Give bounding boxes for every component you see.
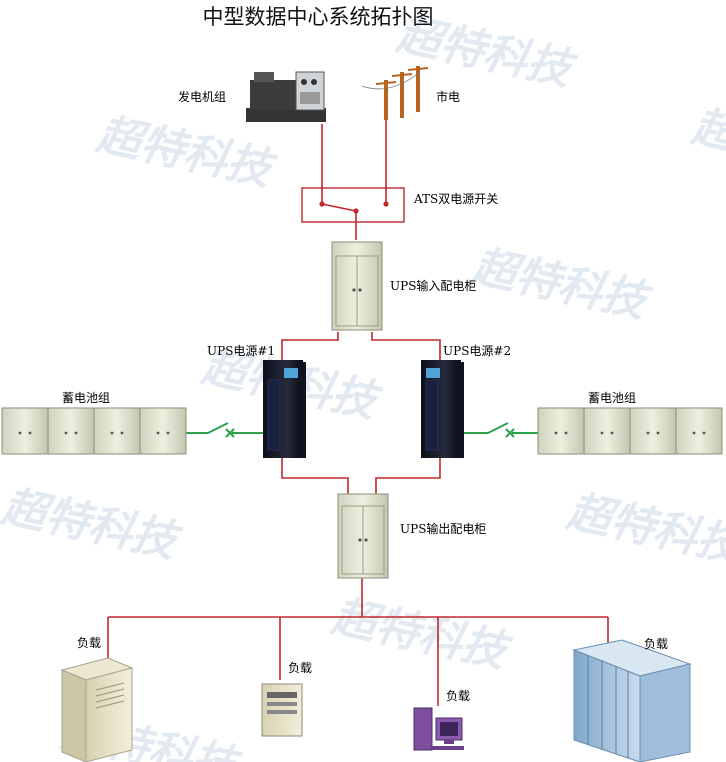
battery-switch-left (186, 422, 264, 438)
ups-1-icon (263, 360, 306, 458)
load-2-label: 负载 (288, 661, 312, 675)
battery-right-label: 蓄电池组 (588, 391, 636, 405)
generator-label: 发电机组 (178, 89, 226, 104)
generator-icon (246, 71, 326, 122)
watermark-5: 超特科技 (0, 481, 186, 569)
watermark-6: 超特科技 (562, 486, 726, 574)
ups-input-label: UPS输入配电柜 (390, 278, 476, 293)
load-2-server-icon (261, 683, 303, 737)
watermark-3: 超特科技 (467, 241, 657, 329)
load-4-rack-row-icon (572, 639, 692, 762)
ats-label: ATS双电源开关 (413, 192, 498, 206)
ups-2-label: UPS电源#2 (443, 344, 511, 358)
load-4-label: 负载 (644, 637, 668, 651)
ats-contacts (319, 201, 389, 214)
load-3-desktop-icon (413, 707, 464, 751)
load-3-label: 负载 (446, 689, 470, 703)
ups-output-label: UPS输出配电柜 (400, 521, 486, 536)
grid-label: 市电 (436, 89, 460, 104)
battery-left-label: 蓄电池组 (62, 391, 110, 405)
load-1-label: 负载 (77, 636, 101, 650)
watermark-7: 超特科技 (327, 591, 517, 679)
ups-input-cabinet-icon (331, 241, 383, 331)
battery-bank-right-icon (537, 407, 723, 455)
wiring (107, 118, 609, 706)
diagram-title: 中型数据中心系统拓扑图 (203, 5, 434, 29)
ups-output-cabinet-icon (337, 493, 389, 579)
ups-2-icon (421, 360, 464, 458)
load-1-server-icon (60, 657, 134, 762)
utility-poles-icon (361, 66, 429, 120)
battery-switch-right (462, 422, 540, 438)
battery-bank-left-icon (1, 407, 187, 455)
watermark-9: 超特科技 (687, 101, 726, 189)
ups-1-label: UPS电源#1 (207, 344, 275, 358)
